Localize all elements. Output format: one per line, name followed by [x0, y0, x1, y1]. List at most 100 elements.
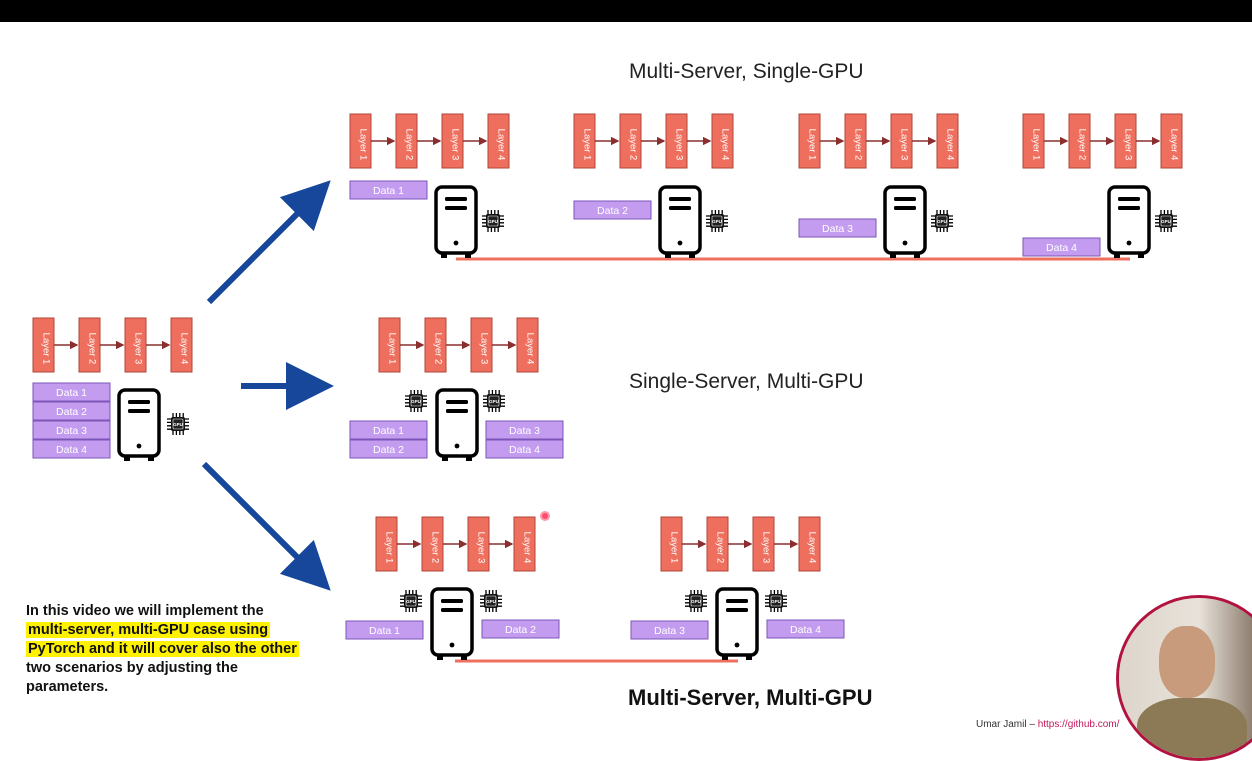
- top-node-4-data: [1022, 237, 1101, 257]
- source-gpu-icon: GPU: [167, 413, 189, 435]
- source-data-2: [32, 401, 111, 421]
- top-node-1-server-icon: [434, 185, 478, 258]
- top-node-4-layer-label-3: Layer 3: [1123, 129, 1134, 161]
- bottom-node-2-data-right: [766, 619, 845, 639]
- middle-layer-label-1: Layer 1: [387, 333, 398, 365]
- bottom-node-1-layer-4: [513, 516, 536, 572]
- source-data-1: [32, 382, 111, 402]
- middle-data-1-label: Data 1: [373, 425, 404, 437]
- title-multi-server-single-gpu: Multi-Server, Single-GPU: [629, 60, 864, 83]
- footer-author: Umar Jamil –: [976, 719, 1038, 730]
- webcam-person-face: [1159, 626, 1215, 698]
- bottom-node-2-data-right-label: Data 4: [790, 624, 821, 636]
- top-node-1-layer-label-4: Layer 4: [496, 129, 507, 161]
- bottom-node-1-layer-label-3: Layer 3: [476, 532, 487, 564]
- svg-text:GPU: GPU: [411, 399, 421, 404]
- bottom-node-2-gpu-icon-right: GPU: [765, 590, 787, 612]
- svg-text:GPU: GPU: [771, 599, 781, 604]
- top-node-1-data: [349, 180, 428, 200]
- source-data-3-label: Data 3: [56, 425, 87, 437]
- caption-highlight-1: multi-server, multi-GPU case using: [26, 622, 271, 638]
- middle-data-2: [349, 439, 428, 459]
- top-node-4-gpu-icon: GPU: [1155, 210, 1177, 232]
- top-node-1-layer-4: [487, 113, 510, 169]
- svg-text:GPU: GPU: [173, 422, 183, 427]
- title-single-server-multi-gpu: Single-Server, Multi-GPU: [629, 370, 864, 393]
- top-node-3-server-icon: [883, 185, 927, 258]
- source-layer-label-2: Layer 2: [87, 333, 98, 365]
- bottom-node-1-data-right-label: Data 2: [505, 624, 536, 636]
- top-node-3-gpu-icon: GPU: [931, 210, 953, 232]
- middle-layer-label-3: Layer 3: [479, 333, 490, 365]
- top-node-1-layer-label-3: Layer 3: [450, 129, 461, 161]
- top-node-3-layer-label-1: Layer 1: [807, 129, 818, 161]
- bottom-node-1-layer-label-1: Layer 1: [384, 532, 395, 564]
- bottom-node-1-server-icon: [430, 587, 474, 660]
- bottom-node-2-gpu-icon-left: GPU: [685, 590, 707, 612]
- bottom-node-2-data-left: [630, 620, 709, 640]
- footer-link[interactable]: https://github.com/: [1037, 719, 1120, 730]
- top-node-2-data-label: Data 2: [597, 205, 628, 217]
- svg-text:GPU: GPU: [937, 219, 947, 224]
- top-node-2-layer-label-1: Layer 1: [582, 129, 593, 161]
- middle-data-3-label: Data 3: [509, 425, 540, 437]
- middle-layer-4: [516, 317, 539, 373]
- footer-credit: Umar Jamil – https://github.com/: [976, 719, 1119, 730]
- caption-line-1: In this video we will implement the: [26, 603, 264, 619]
- laser-pointer-dot: [540, 511, 550, 521]
- source-layer-label-4: Layer 4: [179, 333, 190, 365]
- source-data-1-label: Data 1: [56, 387, 87, 399]
- bottom-node-1-gpu-icon-right: GPU: [480, 590, 502, 612]
- top-node-2-server-icon: [658, 185, 702, 258]
- bottom-node-1-layer-label-2: Layer 2: [430, 532, 441, 564]
- middle-server-icon: [435, 388, 479, 461]
- source-data-4-label: Data 4: [56, 444, 87, 456]
- top-node-2-layer-label-2: Layer 2: [628, 129, 639, 161]
- top-node-3-layer-label-2: Layer 2: [853, 129, 864, 161]
- top-node-3-layer-label-3: Layer 3: [899, 129, 910, 161]
- top-node-4-layer-label-2: Layer 2: [1077, 129, 1088, 161]
- top-node-3-layer-4: [936, 113, 959, 169]
- svg-text:GPU: GPU: [488, 219, 498, 224]
- bottom-node-1-gpu-icon-left: GPU: [400, 590, 422, 612]
- top-node-1-gpu-icon: GPU: [482, 210, 504, 232]
- middle-data-4: [485, 439, 564, 459]
- source-layer-label-1: Layer 1: [41, 333, 52, 365]
- middle-data-2-label: Data 2: [373, 444, 404, 456]
- webcam-overlay: [1116, 595, 1252, 761]
- top-node-2-gpu-icon: GPU: [706, 210, 728, 232]
- bottom-node-2-layer-label-2: Layer 2: [715, 532, 726, 564]
- top-node-4-server-icon: [1107, 185, 1151, 258]
- top-node-2-layer-4: [711, 113, 734, 169]
- top-node-2-layer-label-4: Layer 4: [720, 129, 731, 161]
- source-data-3: [32, 420, 111, 440]
- source-layer-4: [170, 317, 193, 373]
- middle-data-1: [349, 420, 428, 440]
- top-node-1-layer-label-2: Layer 2: [404, 129, 415, 161]
- middle-data-4-label: Data 4: [509, 444, 540, 456]
- bottom-node-2-layer-4: [798, 516, 821, 572]
- bottom-node-1-data-right: [481, 619, 560, 639]
- top-node-1-data-label: Data 1: [373, 185, 404, 197]
- bottom-node-1-layer-label-4: Layer 4: [522, 532, 533, 564]
- bottom-node-2-layer-label-3: Layer 3: [761, 532, 772, 564]
- source-layer-label-3: Layer 3: [133, 333, 144, 365]
- bottom-node-1-data-left-label: Data 1: [369, 625, 400, 637]
- svg-text:GPU: GPU: [712, 219, 722, 224]
- source-data-2-label: Data 2: [56, 406, 87, 418]
- source-data-4: [32, 439, 111, 459]
- middle-layer-label-4: Layer 4: [525, 333, 536, 365]
- arrow-to-multi-server-single-gpu: [206, 180, 331, 305]
- bottom-node-2-data-left-label: Data 3: [654, 625, 685, 637]
- top-node-4-layer-4: [1160, 113, 1183, 169]
- top-node-2-layer-label-3: Layer 3: [674, 129, 685, 161]
- bottom-node-1-data-left: [345, 620, 424, 640]
- bottom-node-2-layer-label-4: Layer 4: [807, 532, 818, 564]
- top-node-4-layer-label-4: Layer 4: [1169, 129, 1180, 161]
- svg-text:GPU: GPU: [406, 599, 416, 604]
- title-multi-server-multi-gpu: Multi-Server, Multi-GPU: [628, 685, 873, 710]
- arrow-to-multi-server-multi-gpu: [201, 461, 331, 591]
- video-caption: In this video we will implement the mult…: [26, 602, 336, 697]
- source-server-icon: [117, 388, 161, 461]
- diagram-canvas: Layer 1 Layer 2 Layer 3 Layer 4 Data 1 Data 2…: [32, 113, 1183, 663]
